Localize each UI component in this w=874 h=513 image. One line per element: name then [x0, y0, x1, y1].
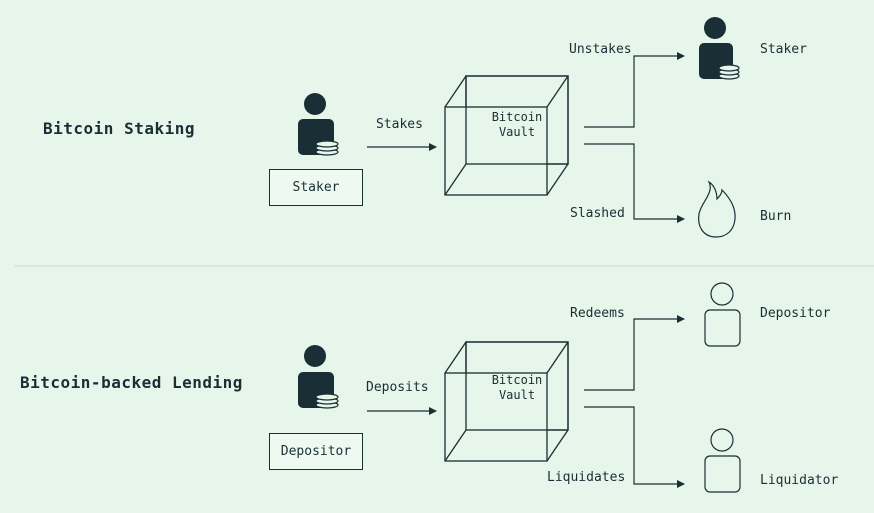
coin-stack-icon	[315, 140, 339, 156]
depositor-outline-person-icon	[704, 282, 741, 347]
depositor-label-box: Depositor	[269, 433, 363, 470]
stakes-label: Stakes	[376, 117, 423, 132]
depositor-person-icon	[298, 345, 339, 409]
staker-label: Staker	[292, 180, 340, 195]
vault-label: Bitcoin Vault	[472, 373, 562, 403]
liquidates-arrow	[584, 406, 685, 488]
depositor-target-label: Depositor	[760, 306, 831, 321]
section-title-staking: Bitcoin Staking	[43, 119, 195, 138]
staker-target-label: Staker	[760, 42, 807, 57]
vault-label-line2: Vault	[498, 388, 536, 402]
liquidates-label: Liquidates	[547, 470, 626, 485]
redeems-label: Redeems	[570, 306, 625, 321]
vault-label: Bitcoin Vault	[472, 110, 562, 140]
staker-target-person-icon	[699, 17, 740, 80]
vault-label-line2: Vault	[498, 125, 536, 139]
staker-person-icon	[298, 93, 339, 156]
vault-cube-icon	[444, 341, 569, 462]
unstakes-arrow	[584, 52, 685, 128]
deposits-label: Deposits	[366, 380, 429, 395]
staker-label-box: Staker	[269, 169, 363, 206]
vault-label-line1: Bitcoin	[491, 373, 543, 387]
liquidator-outline-person-icon	[704, 428, 741, 493]
liquidator-label: Liquidator	[760, 473, 839, 488]
section-title-lending: Bitcoin-backed Lending	[20, 373, 243, 392]
redeems-arrow	[584, 315, 685, 391]
unstakes-label: Unstakes	[569, 42, 632, 57]
slashed-label: Slashed	[570, 206, 625, 221]
depositor-label: Depositor	[280, 444, 352, 459]
vault-cube-icon	[444, 75, 569, 196]
flame-icon	[698, 180, 736, 238]
slashed-arrow	[584, 143, 685, 223]
burn-label: Burn	[760, 209, 792, 224]
vault-label-line1: Bitcoin	[491, 110, 543, 124]
